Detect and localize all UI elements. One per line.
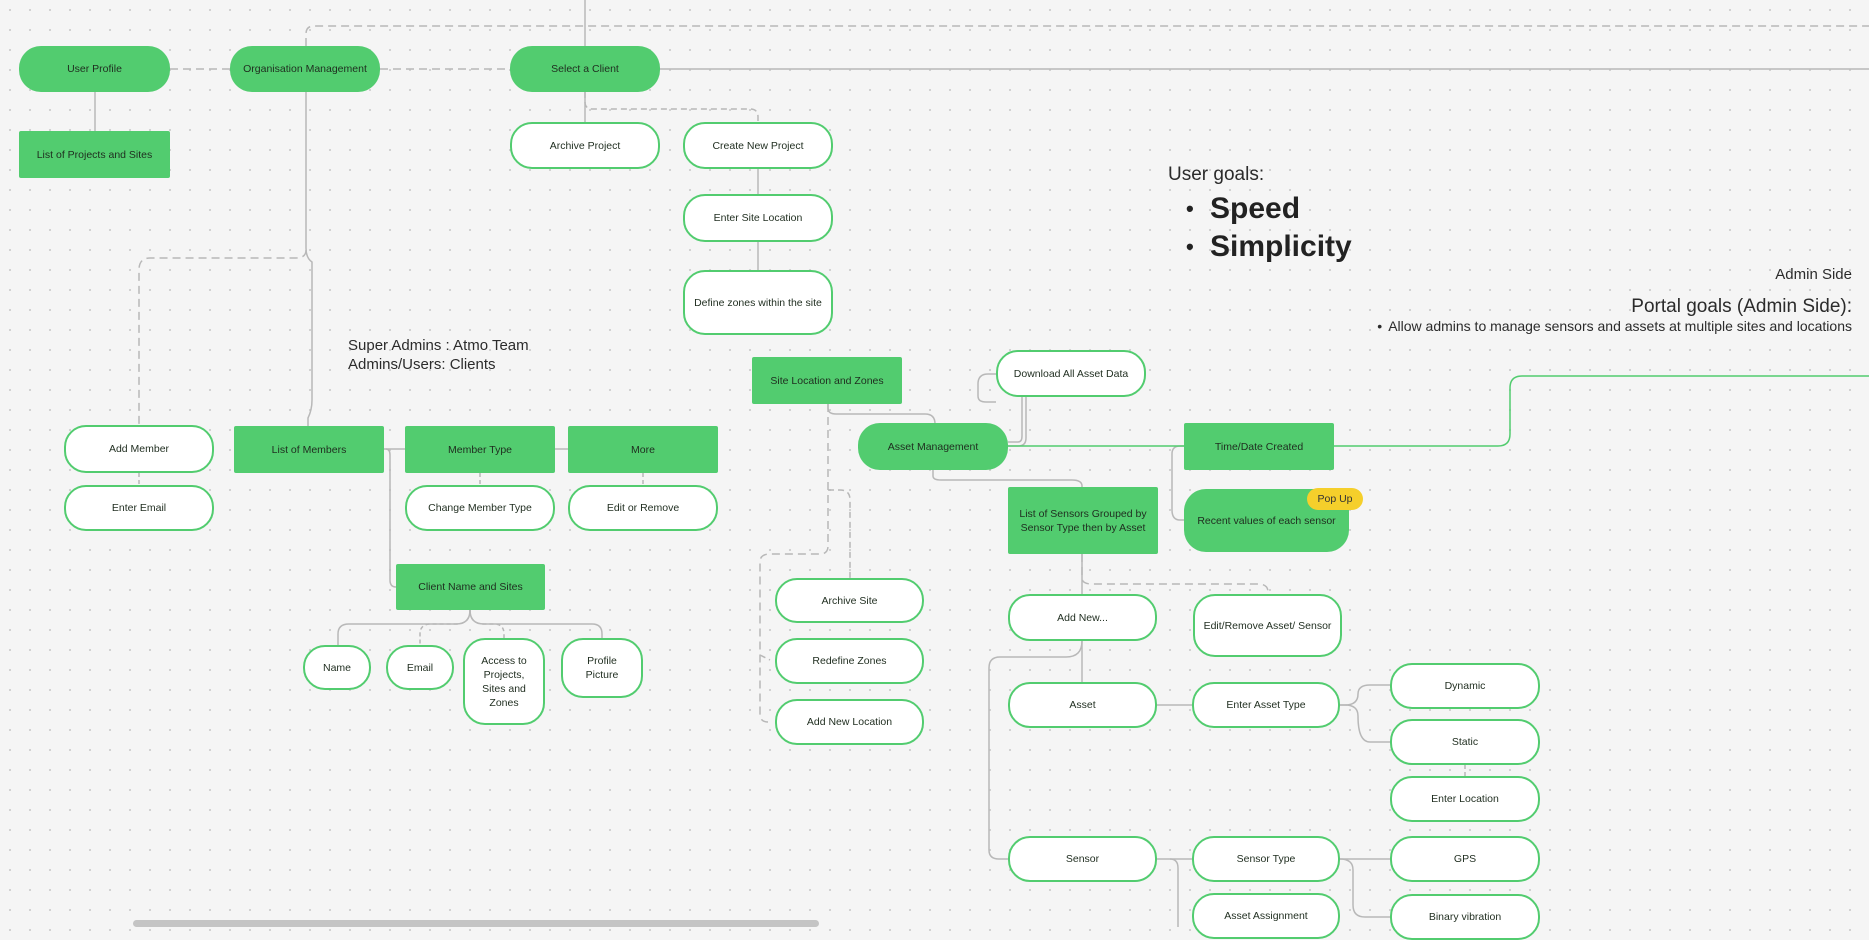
- member-type-node[interactable]: Member Type: [405, 426, 555, 473]
- create-new-project-node[interactable]: Create New Project: [683, 122, 833, 169]
- connector: [977, 373, 1000, 403]
- enter-asset-type-node[interactable]: Enter Asset Type: [1192, 682, 1340, 728]
- change-member-type-node[interactable]: Change Member Type: [405, 485, 555, 531]
- archive-site-node[interactable]: Archive Site: [775, 578, 924, 623]
- name-node[interactable]: Name: [303, 645, 371, 690]
- add-new-node[interactable]: Add New...: [1008, 594, 1157, 641]
- add-new-location-node[interactable]: Add New Location: [775, 699, 924, 745]
- connector: [827, 404, 936, 425]
- user-goals-heading: User goals:: [1168, 164, 1265, 185]
- connector: [305, 25, 1869, 46]
- edit-remove-asset-sensor-node[interactable]: Edit/Remove Asset/ Sensor: [1193, 594, 1342, 657]
- connector: [1008, 376, 1023, 443]
- add-member-node[interactable]: Add Member: [64, 425, 214, 473]
- portal-goals-heading: Portal goals (Admin Side):: [1631, 296, 1852, 317]
- horizontal-scrollbar[interactable]: [133, 920, 819, 927]
- sensor-node[interactable]: Sensor: [1008, 836, 1157, 882]
- email-node[interactable]: Email: [386, 645, 454, 690]
- site-location-and-zones-node[interactable]: Site Location and Zones: [752, 357, 902, 404]
- organisation-management-node[interactable]: Organisation Management: [230, 46, 380, 92]
- connector: [1081, 554, 1269, 593]
- portal-goal-item: •Allow admins to manage sensors and asse…: [1377, 318, 1852, 334]
- access-node[interactable]: Access to Projects, Sites and Zones: [463, 638, 545, 725]
- dynamic-node[interactable]: Dynamic: [1390, 663, 1540, 709]
- time-date-created-node[interactable]: Time/Date Created: [1184, 423, 1334, 470]
- enter-site-location-node[interactable]: Enter Site Location: [683, 194, 833, 242]
- static-node[interactable]: Static: [1390, 719, 1540, 765]
- list-of-sensors-node[interactable]: List of Sensors Grouped by Sensor Type t…: [1008, 487, 1158, 554]
- gps-node[interactable]: GPS: [1390, 836, 1540, 882]
- asset-management-node[interactable]: Asset Management: [858, 423, 1008, 470]
- sensor-type-node[interactable]: Sensor Type: [1192, 836, 1340, 882]
- user-profile-node[interactable]: User Profile: [19, 46, 170, 92]
- connector: [1339, 858, 1390, 918]
- more-node[interactable]: More: [568, 426, 718, 473]
- enter-location-node[interactable]: Enter Location: [1390, 776, 1540, 822]
- define-zones-node[interactable]: Define zones within the site: [683, 270, 833, 335]
- connector: [1169, 858, 1179, 927]
- connector: [759, 404, 829, 723]
- connector: [759, 654, 771, 661]
- asset-assignment-node[interactable]: Asset Assignment: [1192, 893, 1340, 939]
- connector: [469, 609, 603, 638]
- connector: [419, 609, 471, 645]
- connector: [138, 249, 307, 425]
- roles-line-1: Super Admins : Atmo Team: [348, 337, 529, 354]
- download-all-asset-data-node[interactable]: Download All Asset Data: [996, 350, 1146, 397]
- edit-or-remove-node[interactable]: Edit or Remove: [568, 485, 718, 531]
- roles-line-2: Admins/Users: Clients: [348, 356, 496, 373]
- user-goal-item: •Simplicity: [1186, 230, 1352, 263]
- connector: [932, 470, 1083, 488]
- connector: [1340, 704, 1390, 743]
- connector: [584, 92, 759, 122]
- admin-side-label: Admin Side: [1775, 266, 1852, 283]
- user-goal-item: •Speed: [1186, 192, 1301, 225]
- connector: [1340, 684, 1390, 706]
- recent-values-node[interactable]: Recent values of each sensor: [1184, 489, 1349, 552]
- connector: [305, 92, 313, 426]
- list-of-members-node[interactable]: List of Members: [234, 426, 384, 473]
- list-of-projects-and-sites-node[interactable]: List of Projects and Sites: [19, 131, 170, 178]
- archive-project-node[interactable]: Archive Project: [510, 122, 660, 169]
- asset-node[interactable]: Asset: [1008, 682, 1157, 728]
- connector: [828, 489, 851, 578]
- connector: [1334, 375, 1869, 447]
- user-goals-list: •Speed •Simplicity: [1186, 190, 1352, 266]
- binary-vibration-node[interactable]: Binary vibration: [1390, 894, 1540, 940]
- connector: [337, 609, 471, 645]
- enter-email-node[interactable]: Enter Email: [64, 485, 214, 531]
- connector: [385, 448, 397, 588]
- redefine-zones-node[interactable]: Redefine Zones: [775, 638, 924, 684]
- popup-badge: Pop Up: [1307, 488, 1363, 510]
- connector: [988, 640, 1083, 860]
- profile-picture-node[interactable]: Profile Picture: [561, 638, 643, 698]
- select-a-client-node[interactable]: Select a Client: [510, 46, 660, 92]
- client-name-and-sites-node[interactable]: Client Name and Sites: [396, 564, 545, 610]
